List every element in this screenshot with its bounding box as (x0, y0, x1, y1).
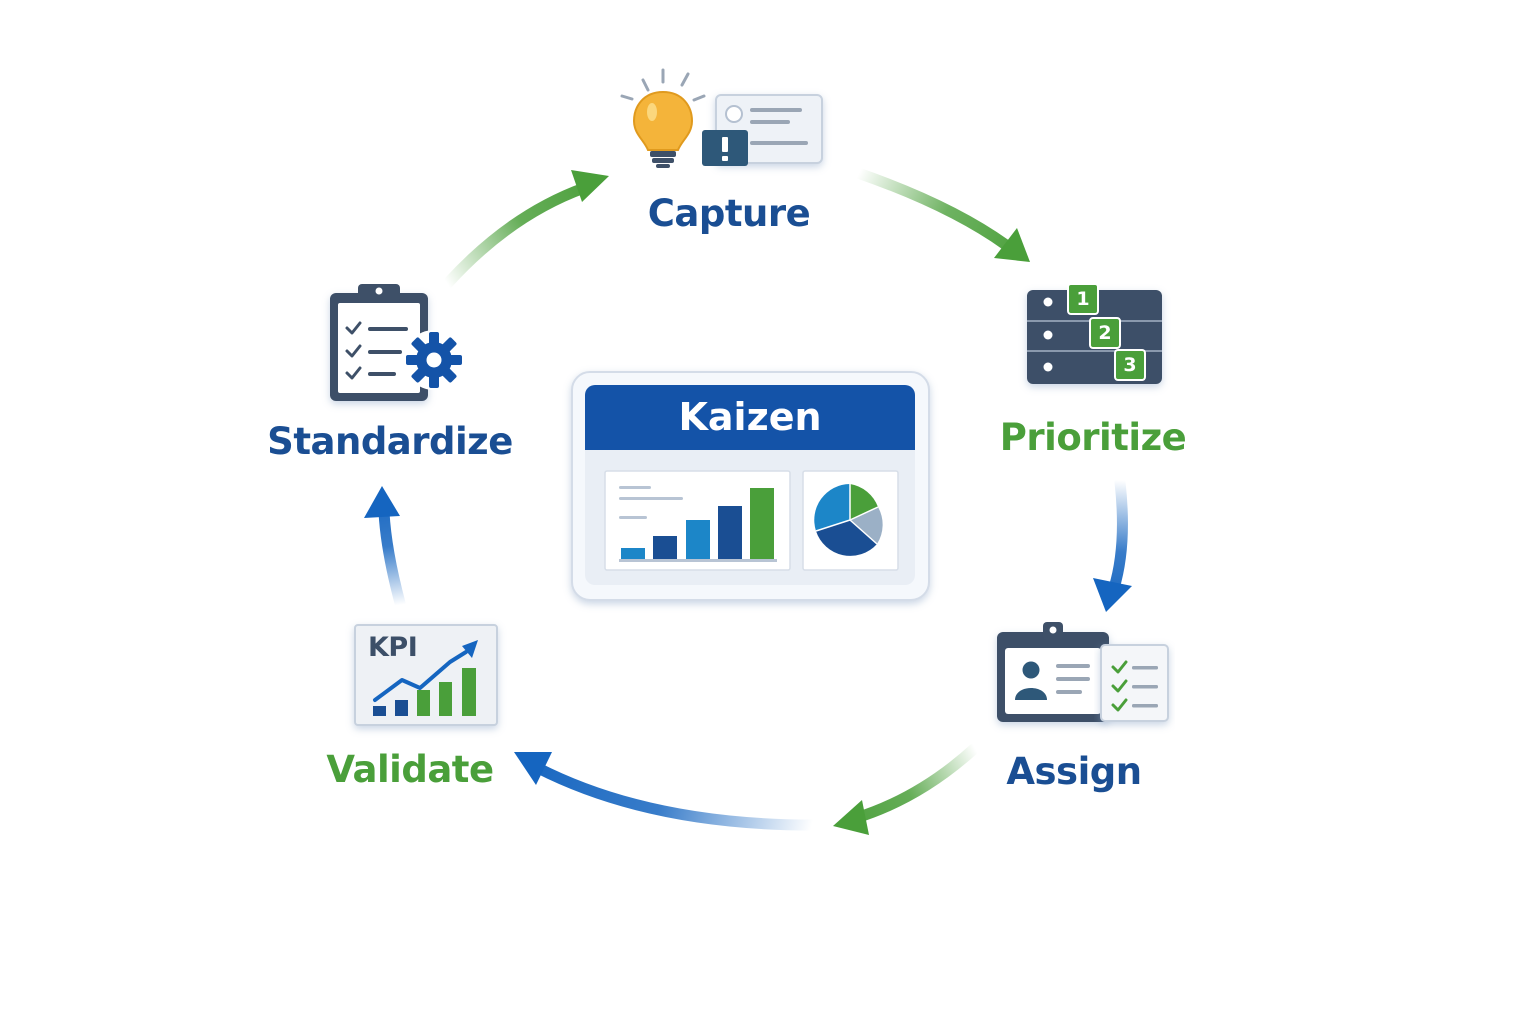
kaizen-header-bar (585, 385, 915, 450)
kpi-chart-icon (354, 624, 498, 726)
priority-number-3: 3 (1123, 354, 1137, 376)
pie-chart-icon (814, 484, 883, 556)
arrow-validate-curve (514, 752, 818, 831)
priority-number-2: 2 (1098, 322, 1112, 344)
arrow-capture-to-prioritize (852, 167, 1030, 262)
step-label-validate: Validate (326, 748, 494, 791)
step-label-capture: Capture (647, 192, 811, 235)
id-badge-icon (997, 622, 1109, 722)
idea-card-icon (702, 94, 823, 166)
arrow-assign-to-validate (833, 742, 981, 835)
arrow-prioritize-to-assign (1093, 476, 1132, 612)
lightbulb-icon (620, 68, 706, 168)
clipboard-gear-icon (330, 284, 428, 401)
arrow-standardize-to-capture (442, 170, 609, 289)
priority-number-1: 1 (1076, 288, 1090, 310)
kaizen-dashboard (571, 371, 930, 601)
checklist-icon (1100, 644, 1169, 722)
arrow-validate-to-standardize (364, 486, 406, 609)
step-label-standardize: Standardize (267, 420, 513, 463)
ranked-list-icon (1027, 283, 1162, 384)
step-label-prioritize: Prioritize (999, 416, 1187, 459)
gear-icon (404, 330, 464, 390)
step-label-assign: Assign (1006, 750, 1142, 793)
kaizen-title: Kaizen (678, 395, 822, 439)
kpi-label: KPI (368, 632, 418, 663)
